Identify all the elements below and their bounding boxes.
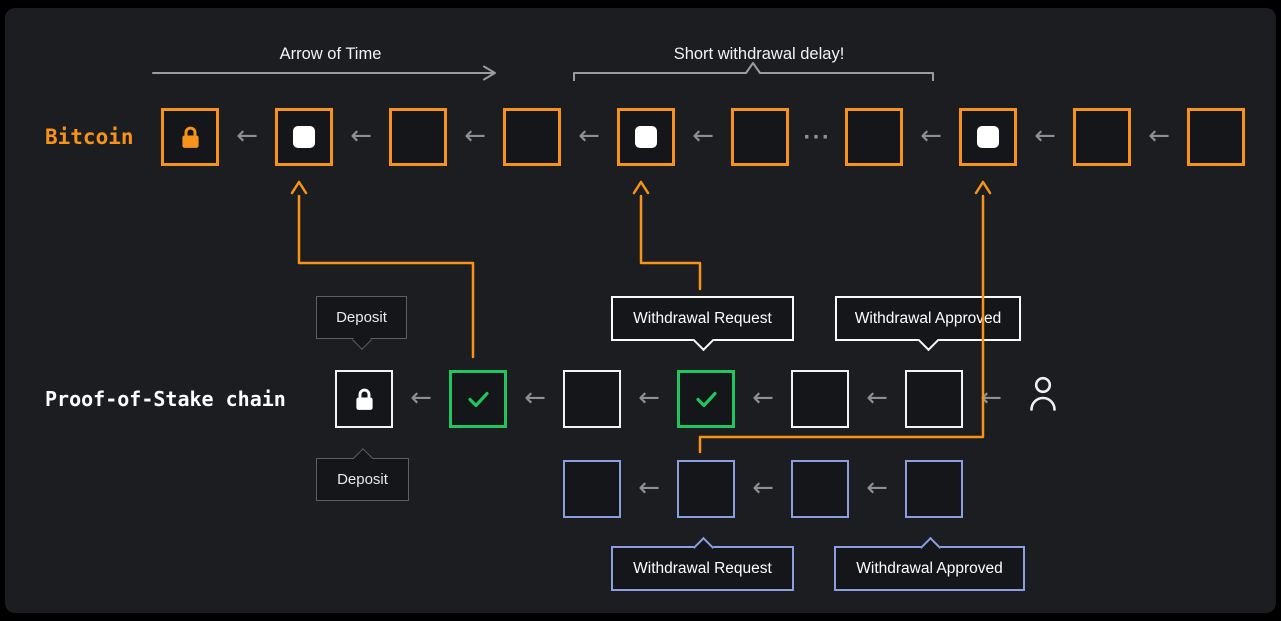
callout-notch-up-icon xyxy=(352,447,373,468)
callout-notch-down-icon xyxy=(692,329,714,351)
filled-square-icon xyxy=(293,126,315,148)
withdrawal-approved-callout-bottom: Withdrawal Approved xyxy=(834,536,1025,591)
diagram-panel: Arrow of Time Short withdrawal delay! Bi… xyxy=(5,8,1276,613)
withdrawal-approved-top-label: Withdrawal Approved xyxy=(854,309,1002,327)
deposit-callout-bottom: Deposit xyxy=(316,447,409,501)
bitcoin-block xyxy=(617,108,675,166)
left-arrow-icon: ← xyxy=(866,473,888,503)
arrow-of-time-label: Arrow of Time xyxy=(279,45,382,63)
left-arrow-icon: ← xyxy=(692,121,714,151)
bitcoin-block xyxy=(503,108,561,166)
left-arrow-icon: ← xyxy=(866,383,888,413)
bitcoin-block xyxy=(389,108,447,166)
deposit-callout-top-label: Deposit xyxy=(336,309,387,326)
short-withdrawal-delay-label: Short withdrawal delay! xyxy=(673,45,845,63)
callout-notch-down-icon xyxy=(351,329,372,350)
check-icon xyxy=(463,387,493,411)
left-arrow-icon: ← xyxy=(578,121,600,151)
bitcoin-chain-label: Bitcoin xyxy=(45,125,134,149)
left-arrow-icon: ← xyxy=(638,383,660,413)
exit-block xyxy=(905,460,963,518)
pos-block xyxy=(563,370,621,428)
bitcoin-block xyxy=(731,108,789,166)
left-arrow-icon: ← xyxy=(464,121,486,151)
deposit-callout-top: Deposit xyxy=(316,296,407,350)
pos-block xyxy=(677,370,735,428)
left-arrow-icon: ← xyxy=(752,473,774,503)
bitcoin-block xyxy=(959,108,1017,166)
callout-notch-down-icon xyxy=(917,329,940,351)
deposit-callout-bottom-label: Deposit xyxy=(337,471,388,488)
left-arrow-icon: ← xyxy=(752,383,774,413)
lock-icon xyxy=(177,124,204,151)
ellipsis-icon: ··· xyxy=(803,126,831,148)
bitcoin-block xyxy=(161,108,219,166)
pos-block xyxy=(905,370,963,428)
bitcoin-block xyxy=(1073,108,1131,166)
left-arrow-icon: ← xyxy=(524,383,546,413)
left-arrow-icon: ← xyxy=(350,121,372,151)
exit-block xyxy=(791,460,849,518)
lock-icon xyxy=(351,386,378,413)
left-arrow-icon: ← xyxy=(410,383,432,413)
bitcoin-block xyxy=(275,108,333,166)
left-arrow-icon: ← xyxy=(1034,121,1056,151)
left-arrow-icon: ← xyxy=(638,473,660,503)
withdrawal-approved-bottom-label: Withdrawal Approved xyxy=(856,559,1003,577)
filled-square-icon xyxy=(977,126,999,148)
withdrawal-request-bottom-label: Withdrawal Request xyxy=(633,559,772,577)
callout-notch-up-icon xyxy=(692,536,714,558)
left-arrow-icon: ← xyxy=(980,383,1002,413)
withdrawal-request-callout-top: Withdrawal Request xyxy=(611,296,794,351)
check-icon xyxy=(691,387,721,411)
exit-block xyxy=(563,460,621,518)
withdrawal-request-callout-bottom: Withdrawal Request xyxy=(611,536,794,591)
pos-block xyxy=(449,370,507,428)
filled-square-icon xyxy=(635,126,657,148)
pos-block xyxy=(335,370,393,428)
callout-notch-up-icon xyxy=(919,536,941,558)
bitcoin-block xyxy=(845,108,903,166)
withdrawal-request-top-label: Withdrawal Request xyxy=(633,309,772,327)
pos-block xyxy=(791,370,849,428)
pos-chain-label: Proof-of-Stake chain xyxy=(45,387,286,411)
left-arrow-icon: ← xyxy=(920,121,942,151)
exit-block xyxy=(677,460,735,518)
withdrawal-approved-callout-top: Withdrawal Approved xyxy=(835,296,1021,351)
left-arrow-icon: ← xyxy=(1148,121,1170,151)
left-arrow-icon: ← xyxy=(236,121,258,151)
bitcoin-block xyxy=(1187,108,1245,166)
